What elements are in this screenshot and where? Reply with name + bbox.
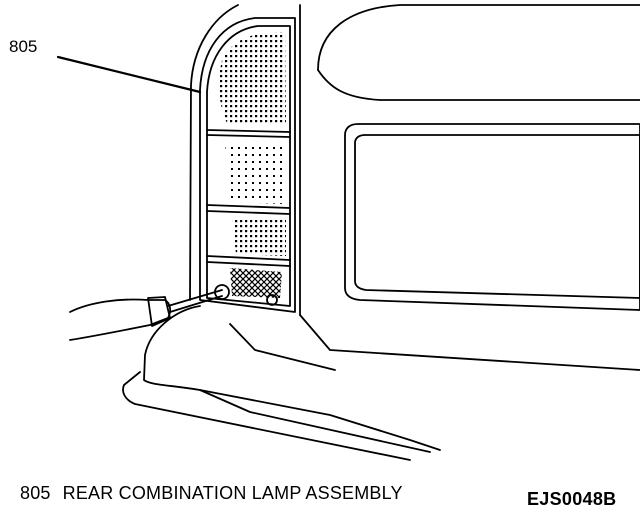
rear-window-inner <box>354 134 640 299</box>
roof-curve <box>317 4 640 71</box>
lens-shading-bottom <box>230 268 282 298</box>
lamp-divider-3 <box>206 204 291 209</box>
bumper-front-edge <box>122 371 411 461</box>
lamp-divider-5 <box>206 255 291 261</box>
rear-window-outer <box>344 123 640 311</box>
screw-head-left <box>214 284 230 300</box>
screwdriver-shaft <box>167 289 223 307</box>
lamp-housing-inner <box>206 25 291 307</box>
caption-number: 805 <box>20 483 51 503</box>
callout-number: 805 <box>9 37 38 56</box>
lens-shading-top <box>219 32 286 125</box>
bumper-crease <box>229 323 336 371</box>
lens-shading-lower <box>232 218 286 256</box>
bumper-step <box>299 314 640 371</box>
screwdriver-handle <box>69 298 172 341</box>
lamp-divider-4 <box>206 210 291 215</box>
caption-text: REAR COMBINATION LAMP ASSEMBLY <box>62 483 403 503</box>
body-pillar-outline <box>189 4 239 301</box>
lamp-housing-outer <box>199 17 296 313</box>
bumper-lower-edge <box>199 389 431 453</box>
screwdriver-shaft-lower <box>169 295 223 313</box>
figure-code: EJS0048B <box>527 489 617 509</box>
lamp-divider-6 <box>206 261 291 267</box>
figure-caption: 805 REAR COMBINATION LAMP ASSEMBLY <box>20 483 403 504</box>
bumper-top <box>143 305 441 451</box>
roof-lower-edge <box>317 69 640 101</box>
lamp-divider-1 <box>206 129 291 133</box>
callout-leader-line <box>56 55 202 94</box>
lamp-divider-2 <box>206 134 291 138</box>
screwdriver-grip-ring <box>147 296 171 327</box>
lens-shading-mid <box>225 142 286 204</box>
